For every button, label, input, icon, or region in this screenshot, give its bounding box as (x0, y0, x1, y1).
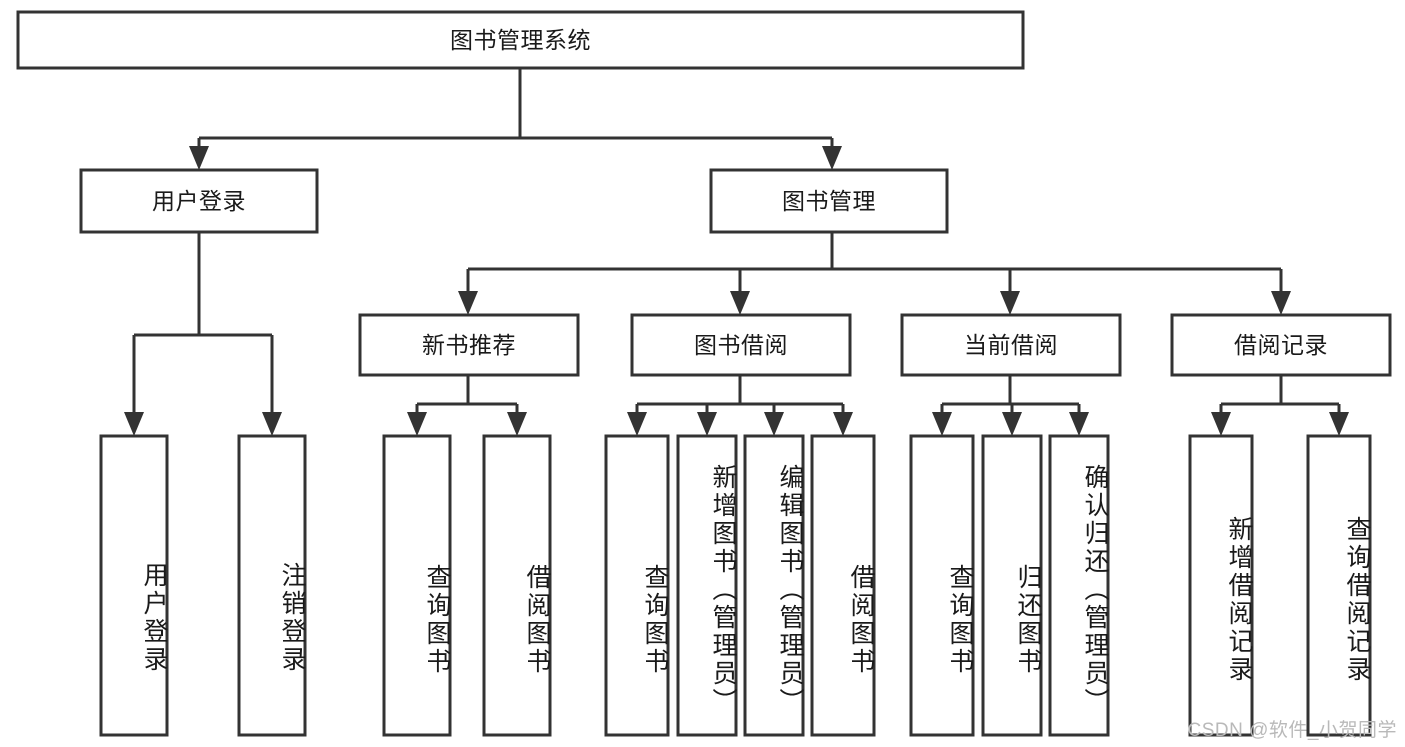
arrow-head-leaf-query-book-rec (407, 412, 427, 436)
box-leaf-query-book-borrow[interactable] (604, 434, 670, 737)
connector-currentborrow-to-leaves (932, 375, 1089, 436)
arrow-head-leaf-query-record (1329, 412, 1349, 436)
box-leaf-query-record[interactable] (1306, 434, 1372, 737)
arrow-head-borrow-record (1271, 291, 1291, 315)
box-leaf-borrow-book[interactable] (810, 434, 876, 737)
connector-newbookrec-to-leaves (407, 375, 527, 436)
arrow-head-leaf-add-record (1211, 412, 1231, 436)
box-leaf-logout[interactable] (237, 434, 307, 737)
box-book-borrow[interactable] (630, 313, 852, 377)
box-user-login[interactable] (79, 168, 319, 234)
watermark-text: CSDN @软件_小贺同学 (1187, 720, 1397, 741)
box-leaf-add-record[interactable] (1188, 434, 1254, 737)
connector-userlogin-to-leaves (124, 232, 282, 436)
box-current-borrow[interactable] (900, 313, 1122, 377)
box-leaf-user-login[interactable] (99, 434, 169, 737)
box-leaf-return-book[interactable] (981, 434, 1043, 737)
arrow-head-current-borrow (1000, 291, 1020, 315)
box-root[interactable] (16, 10, 1025, 70)
box-leaf-query-book-cur[interactable] (909, 434, 975, 737)
box-leaf-edit-book[interactable] (743, 434, 805, 737)
node-boxes (16, 10, 1392, 737)
arrow-head-leaf-confirm-return (1069, 412, 1089, 436)
box-borrow-record[interactable] (1170, 313, 1392, 377)
box-leaf-borrow-book-rec[interactable] (482, 434, 552, 737)
arrow-head-leaf-borrow-book-rec (507, 412, 527, 436)
arrow-head-leaf-return-book (1002, 412, 1022, 436)
arrow-head-book-manage (822, 146, 842, 170)
arrow-head-leaf-edit-book (764, 412, 784, 436)
box-new-book-rec[interactable] (358, 313, 580, 377)
connector-root-to-level2 (189, 68, 842, 170)
arrow-head-user-login (189, 146, 209, 170)
box-book-manage[interactable] (709, 168, 949, 234)
connector-bookmanage-to-level3 (458, 232, 1291, 315)
box-leaf-add-book[interactable] (676, 434, 738, 737)
arrow-head-leaf-query-book-borrow (627, 412, 647, 436)
arrow-head-leaf-borrow-book (833, 412, 853, 436)
arrow-head-leaf-add-book (697, 412, 717, 436)
box-leaf-query-book-rec[interactable] (382, 434, 452, 737)
connector-borrowrecord-to-leaves (1211, 375, 1349, 436)
connector-bookborrow-to-leaves (627, 375, 853, 436)
arrow-head-leaf-query-book-cur (932, 412, 952, 436)
box-leaf-confirm-return[interactable] (1048, 434, 1110, 737)
arrow-head-new-book-rec (458, 291, 478, 315)
arrow-head-leaf-user-login (124, 412, 144, 436)
arrow-head-book-borrow (730, 291, 750, 315)
arrow-head-leaf-logout (262, 412, 282, 436)
